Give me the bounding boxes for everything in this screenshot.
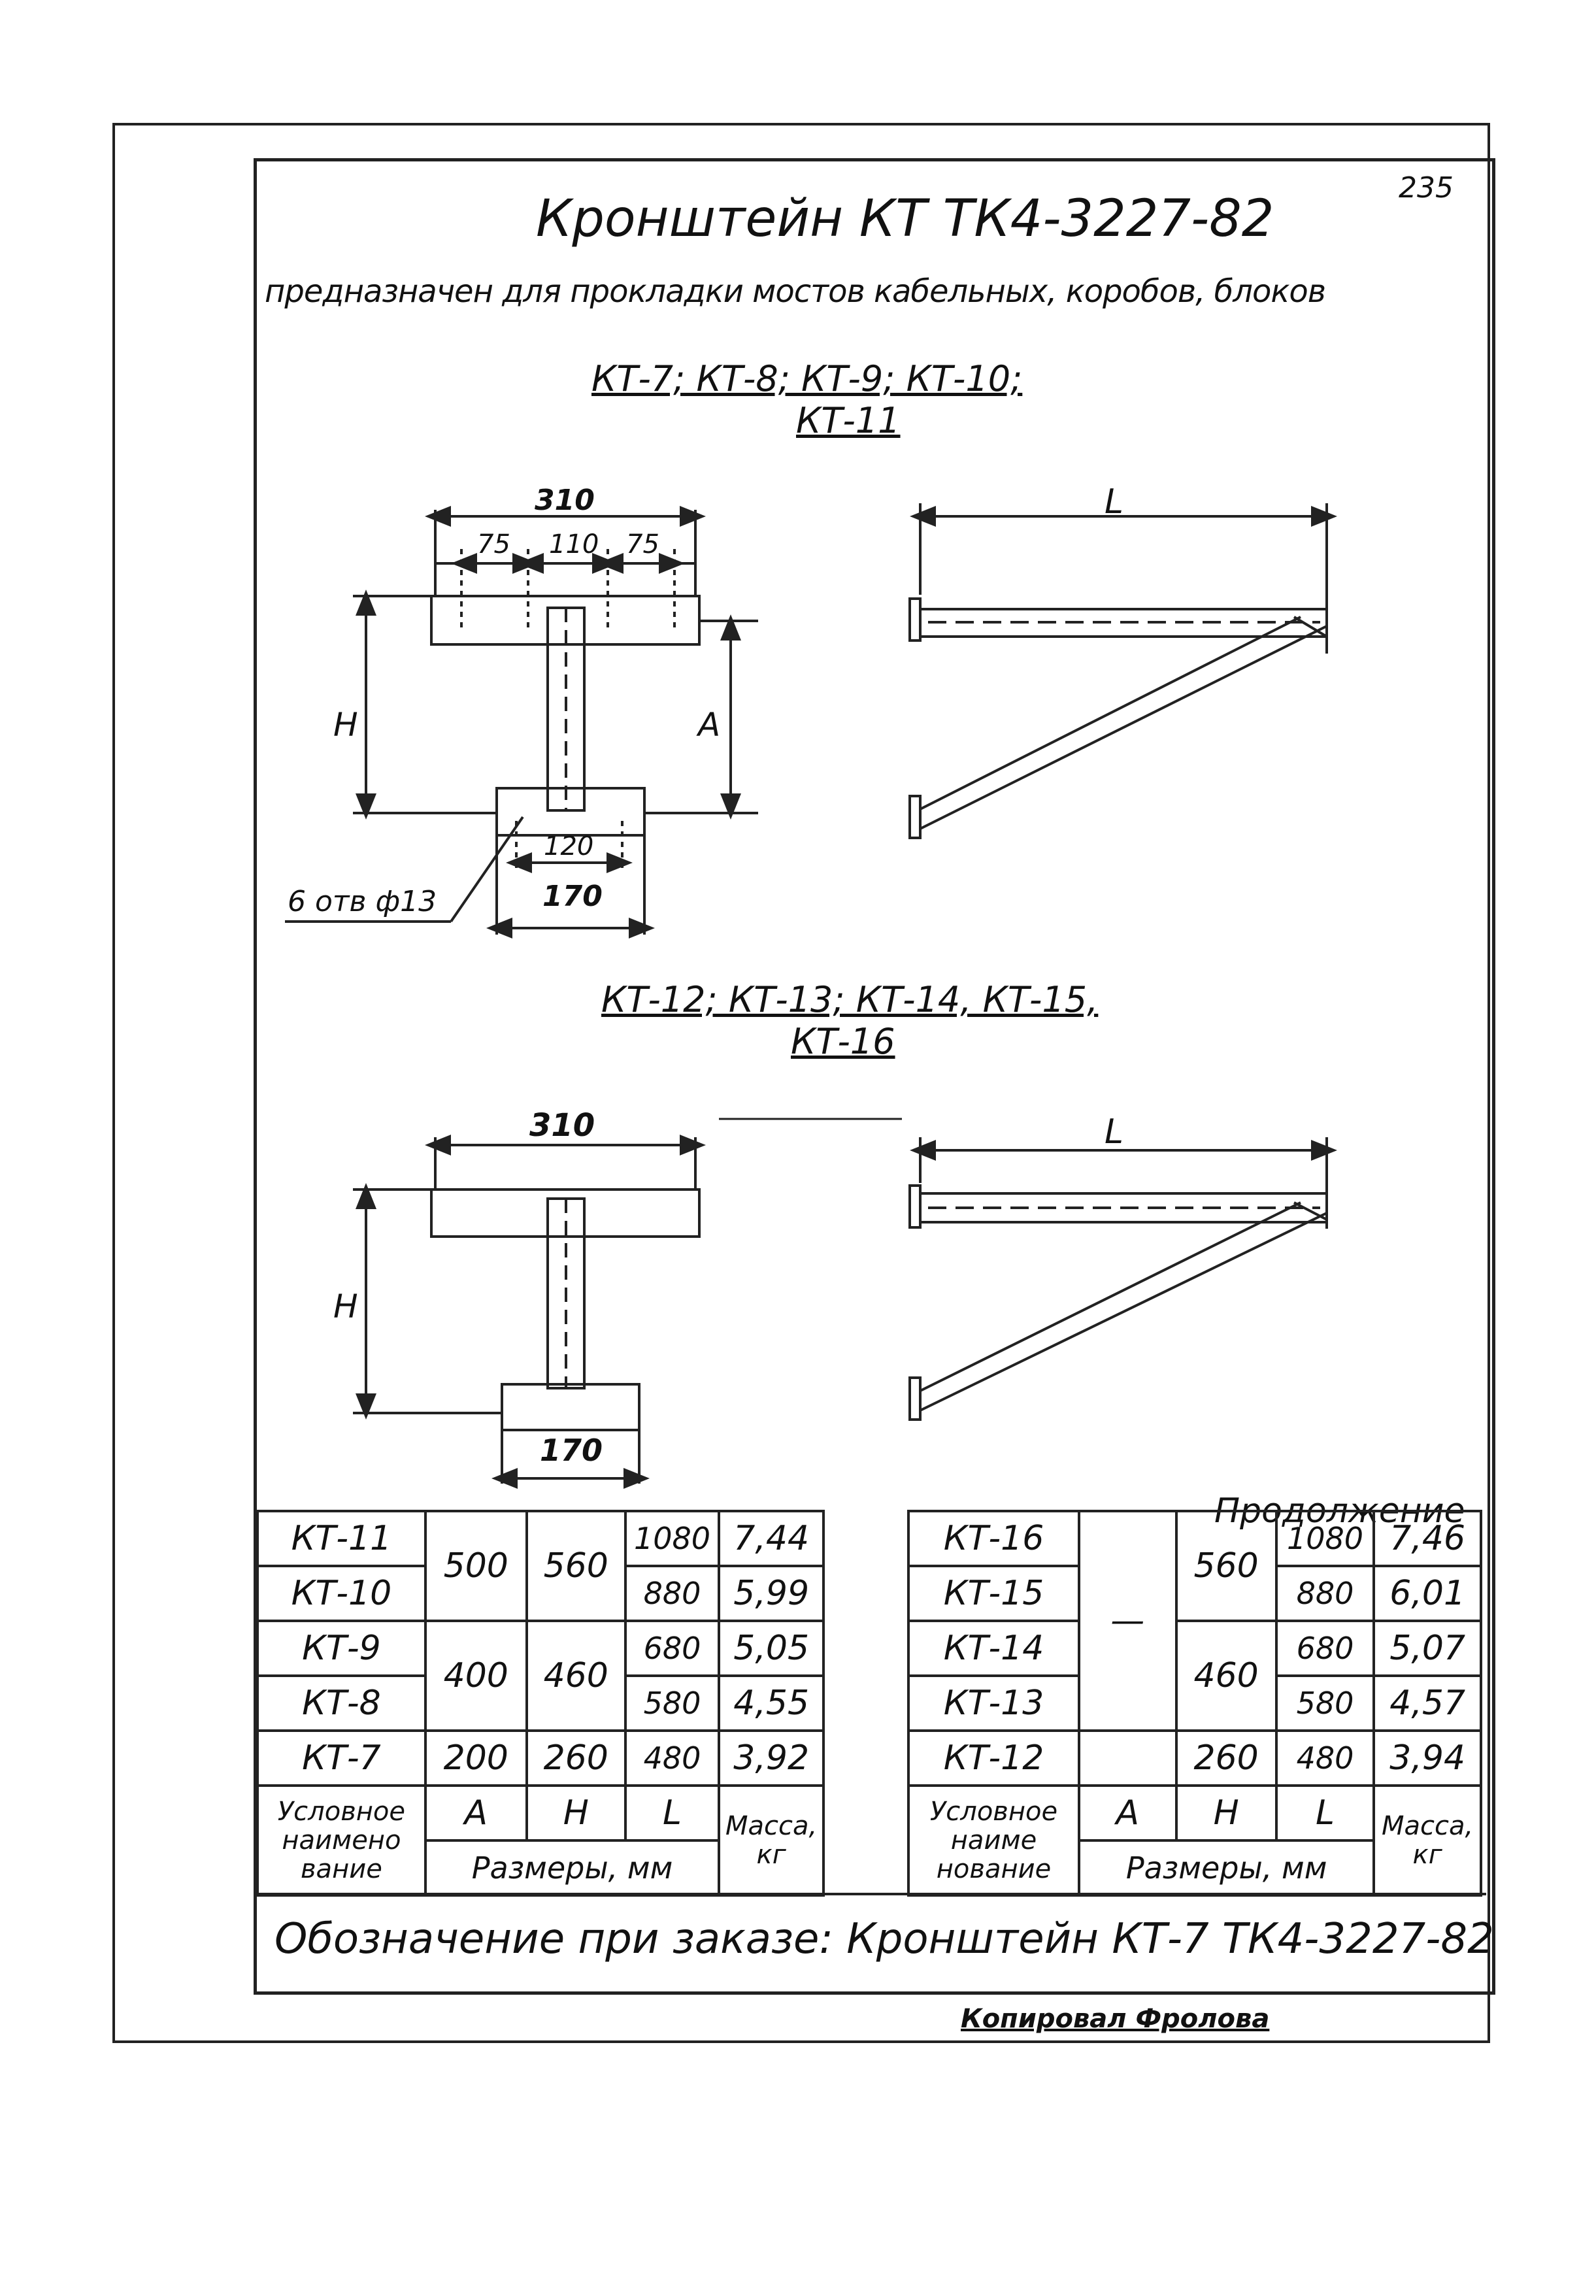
table-cell-a-empty	[1078, 1729, 1178, 1787]
table-header-mass: Масса, кг	[1372, 1784, 1482, 1897]
table-cell-l: 680	[1274, 1620, 1376, 1677]
table-header-a: A	[424, 1784, 528, 1842]
table-row-name: КТ-11	[256, 1510, 427, 1567]
table-header-l: L	[1274, 1784, 1376, 1842]
table-cell-l: 1080	[1274, 1510, 1376, 1567]
section1-heading-line1: КТ-7; КТ-8; КТ-9; КТ-10;	[591, 358, 1023, 399]
drawing1-dim-a: A	[698, 706, 721, 744]
table-header-l: L	[623, 1784, 721, 1842]
table-cell-a: 500	[424, 1510, 528, 1622]
drawing1-dim-h: H	[333, 706, 358, 744]
page-title: Кронштейн КТ ТК4-3227-82	[536, 190, 1274, 248]
drawing1-dim-l: L	[1105, 482, 1123, 522]
table-cell-mass: 6,01	[1372, 1565, 1482, 1622]
table-cell-a: 400	[424, 1620, 528, 1732]
table-header-h: H	[525, 1784, 627, 1842]
table-cell-h: 460	[525, 1620, 627, 1732]
table-cell-mass: 7,44	[718, 1510, 825, 1567]
table-header-h: H	[1174, 1784, 1278, 1842]
sheet-outer-border	[112, 123, 1490, 2043]
drawing2-dim-width: 310	[529, 1107, 595, 1144]
table-cell-l: 580	[1274, 1674, 1376, 1732]
drawing-frame	[254, 158, 1495, 1995]
table-header-name: Условное наиме нование	[906, 1784, 1081, 1897]
table-header-sizes: Размеры, мм	[1078, 1839, 1376, 1897]
table-cell-l: 1080	[623, 1510, 721, 1567]
order-designation: Обозначение при заказе: Кронштейн КТ-7 Т…	[274, 1915, 1494, 1963]
table-cell-l: 880	[1274, 1565, 1376, 1622]
spec-table-right: КТ-16 — 560 1080 7,46 КТ-15 880 6,01 КТ-…	[906, 1510, 1482, 1897]
table-row-name: КТ-9	[256, 1620, 427, 1677]
footer-note: Копировал Фролова	[961, 2004, 1270, 2034]
table-cell-l: 680	[623, 1620, 721, 1677]
table-cell-h: 560	[1174, 1510, 1278, 1622]
table-cell-l: 480	[623, 1729, 721, 1787]
table-cell-h: 260	[1174, 1729, 1278, 1787]
drawing1-dim-right: 75	[626, 529, 659, 559]
table-row-name: КТ-10	[256, 1565, 427, 1622]
table-cell-mass: 5,07	[1372, 1620, 1482, 1677]
table-cell-h: 560	[525, 1510, 627, 1622]
drawing2-dim-l: L	[1105, 1112, 1123, 1152]
table-row-name: КТ-13	[906, 1674, 1081, 1732]
table-header-name: Условное наимено вание	[256, 1784, 427, 1897]
drawing1-dim-inner: 120	[544, 831, 594, 861]
section1-heading-line2: КТ-11	[796, 400, 901, 441]
table-cell-a: —	[1078, 1510, 1178, 1732]
table-cell-mass: 5,99	[718, 1565, 825, 1622]
table-cell-mass: 4,55	[718, 1674, 825, 1732]
drawing2-side-view	[908, 1137, 1337, 1421]
drawing1-holes-note: 6 отв ф13	[288, 885, 437, 918]
page-subtitle: предназначен для прокладки мостов кабель…	[265, 273, 1326, 310]
spec-table-left: КТ-11 500 560 1080 7,44 КТ-10 880 5,99 К…	[256, 1510, 825, 1897]
table-row-name: КТ-15	[906, 1565, 1081, 1622]
drawing2-dim-h: H	[333, 1288, 358, 1325]
table-row-name: КТ-7	[256, 1729, 427, 1787]
drawing1-side-view	[908, 503, 1337, 839]
section2-heading-line1: КТ-12; КТ-13; КТ-14, КТ-15,	[601, 979, 1099, 1020]
bottom-divider	[256, 1893, 1486, 1895]
table-cell-a: 200	[424, 1729, 528, 1787]
table-header-sizes: Размеры, мм	[424, 1839, 721, 1897]
table-cell-h: 260	[525, 1729, 627, 1787]
table-cell-l: 580	[623, 1674, 721, 1732]
drawing1-dim-width: 310	[535, 484, 595, 517]
table-header-a: A	[1078, 1784, 1178, 1842]
table-cell-l: 480	[1274, 1729, 1376, 1787]
drawing2-dim-base: 170	[540, 1433, 603, 1468]
table-row-name: КТ-12	[906, 1729, 1081, 1787]
table-cell-mass: 3,92	[718, 1729, 825, 1787]
table-cell-mass: 4,57	[1372, 1674, 1482, 1732]
table-row-name: КТ-8	[256, 1674, 427, 1732]
drawing1-front-view	[285, 506, 758, 939]
page-number: 235	[1399, 171, 1454, 205]
table-row-name: КТ-14	[906, 1620, 1081, 1677]
table-header-mass: Масса, кг	[718, 1784, 825, 1897]
drawing2-front-view	[353, 1135, 706, 1489]
drawing1-dim-mid: 110	[549, 529, 599, 559]
table-cell-mass: 5,05	[718, 1620, 825, 1677]
table-cell-mass: 3,94	[1372, 1729, 1482, 1787]
section2-heading-line2: КТ-16	[791, 1021, 895, 1062]
table-row-name: КТ-16	[906, 1510, 1081, 1567]
table-cell-h: 460	[1174, 1620, 1278, 1732]
table-cell-l: 880	[623, 1565, 721, 1622]
drawing1-dim-left: 75	[477, 529, 510, 559]
drawing1-dim-base: 170	[542, 880, 603, 913]
table-cell-mass: 7,46	[1372, 1510, 1482, 1567]
